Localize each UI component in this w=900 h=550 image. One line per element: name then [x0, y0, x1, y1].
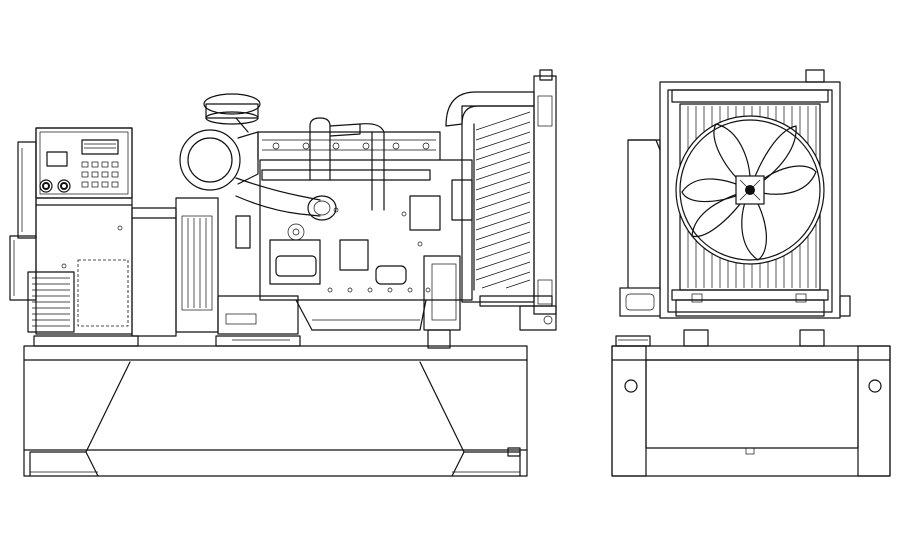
- radiator-side: [445, 69, 557, 331]
- engine-block: [235, 131, 473, 349]
- lifting-hole: [868, 379, 882, 393]
- control-panel: [9, 127, 133, 335]
- end-elevation-view: [611, 69, 891, 477]
- cooling-fan: [675, 115, 825, 265]
- alternator: [131, 197, 299, 341]
- base-frame: [23, 335, 528, 477]
- meter-gauge: [39, 179, 53, 193]
- end-base-frame: [611, 329, 891, 477]
- lifting-hole: [624, 379, 638, 393]
- display-screen: [46, 151, 68, 167]
- meter-gauge: [57, 179, 71, 193]
- lcd-readout: [81, 139, 119, 155]
- turbocharger: [179, 93, 385, 221]
- radiator-fins: [475, 111, 531, 289]
- access-cover: [77, 259, 129, 327]
- side-elevation-view: [9, 69, 557, 477]
